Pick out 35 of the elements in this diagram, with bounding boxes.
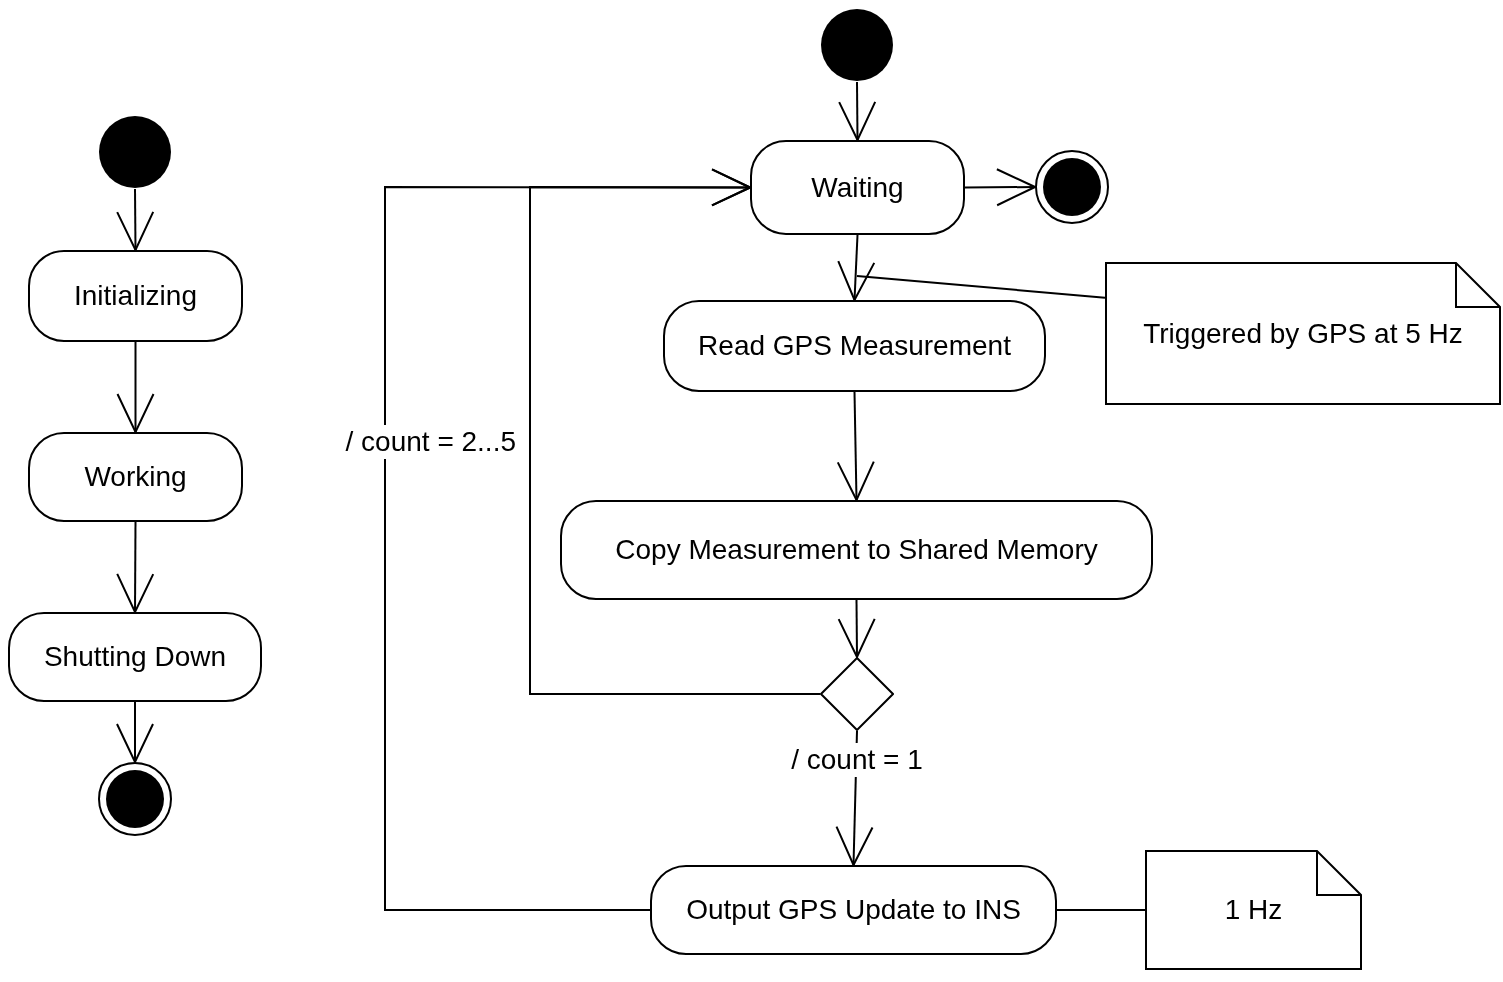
start-node bbox=[98, 115, 172, 189]
arrow bbox=[964, 168, 1036, 207]
node-label: Copy Measurement to Shared Memory bbox=[615, 533, 1098, 567]
leader-line bbox=[856, 275, 1106, 299]
node-label: Working bbox=[84, 460, 187, 494]
node-label: Read GPS Measurement bbox=[698, 329, 1011, 363]
activity-box bbox=[560, 500, 1153, 600]
end-node bbox=[1035, 150, 1109, 224]
arrow bbox=[529, 168, 821, 695]
decision-diamond bbox=[820, 657, 894, 731]
note bbox=[1145, 850, 1362, 970]
arrow bbox=[836, 391, 875, 501]
activity-box bbox=[28, 250, 243, 342]
arrow bbox=[116, 521, 155, 613]
activity-box bbox=[8, 612, 262, 702]
activity-box bbox=[750, 140, 965, 235]
arrow bbox=[837, 599, 876, 658]
arrow bbox=[384, 168, 751, 911]
node-label: Waiting bbox=[811, 170, 904, 205]
activity-box bbox=[28, 432, 243, 522]
node-label: Shutting Down bbox=[43, 640, 227, 674]
activity-box bbox=[663, 300, 1046, 392]
node-label: 1 Hz bbox=[1224, 893, 1283, 927]
node-label: Triggered by GPS at 5 Hz bbox=[1143, 316, 1463, 351]
arrow bbox=[116, 188, 155, 251]
arrow bbox=[116, 341, 155, 433]
activity-box bbox=[650, 865, 1057, 955]
node-label: Output GPS Update to INS bbox=[686, 893, 1021, 927]
arrow bbox=[837, 234, 876, 301]
end-node bbox=[98, 762, 172, 836]
node-label: Initializing bbox=[74, 279, 197, 313]
arrow bbox=[116, 701, 154, 763]
start-node bbox=[820, 8, 894, 82]
note bbox=[1105, 262, 1501, 405]
arrow bbox=[838, 81, 877, 141]
